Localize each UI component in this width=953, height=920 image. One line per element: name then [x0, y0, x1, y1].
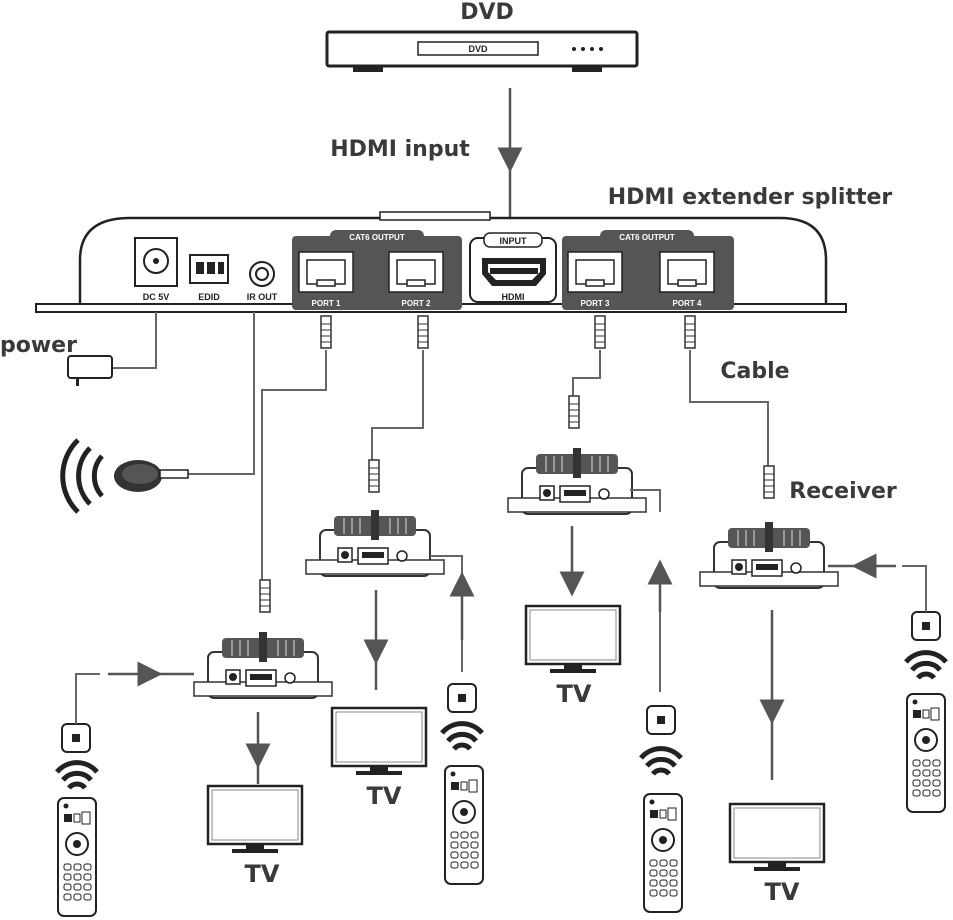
receiver-2-ir-cable [430, 555, 463, 576]
cat6-output-right-label: CAT6 OUTPUT [619, 233, 675, 242]
hdmi-label: HDMI [502, 292, 525, 302]
hdmi-input-label: HDMI input [330, 137, 470, 162]
receiver-1-ir-cable [75, 673, 100, 690]
receiver-1 [193, 631, 333, 699]
port-4-label: PORT 4 [673, 299, 702, 308]
remote-1 [57, 797, 97, 917]
power-cable [112, 312, 157, 369]
cable-port-2 [371, 350, 424, 460]
cable-label: Cable [720, 359, 789, 384]
receiver-4-ir-cable [902, 565, 927, 590]
tv-1-label: TV [245, 860, 280, 888]
ir-emitter-waves [60, 438, 104, 514]
cable-port-1 [261, 350, 327, 580]
cable-port-3 [572, 350, 601, 396]
power-label: power [0, 333, 77, 358]
receiver-4 [699, 521, 839, 589]
tv-4-label: TV [765, 878, 800, 906]
remote-2 [444, 765, 484, 885]
port-2-label: PORT 2 [402, 299, 431, 308]
edid-label: EDID [198, 292, 220, 302]
tv-2-label: TV [367, 782, 402, 810]
power-adapter [67, 355, 113, 386]
tv-3-label: TV [557, 680, 592, 708]
input-label: INPUT [500, 236, 528, 246]
receiver-2 [305, 509, 445, 577]
port-3-label: PORT 3 [581, 299, 610, 308]
tv-4 [728, 802, 826, 873]
tv-1 [206, 784, 304, 855]
receiver-label: Receiver [789, 479, 897, 504]
dvd-label: DVD [460, 0, 514, 25]
dvd-player: DVD [325, 30, 639, 72]
ir-out-cable [186, 312, 255, 475]
extender-splitter-label: HDMI extender splitter [608, 185, 893, 210]
dc-label: DC 5V [143, 292, 170, 302]
receiver-3 [507, 447, 647, 515]
tv-3 [524, 604, 622, 675]
tv-2 [330, 706, 428, 777]
cat6-output-left-label: CAT6 OUTPUT [349, 233, 405, 242]
receiver-3-ir-cable [630, 489, 661, 512]
hdmi-extender-splitter: DC 5V EDID IR OUT CAT6 OUTPUT PORT 1 POR… [35, 211, 847, 313]
dvd-slot-label: DVD [468, 44, 488, 54]
cable-port-4 [689, 350, 769, 466]
ir-emitter [114, 460, 189, 492]
remote-4 [906, 693, 946, 813]
remote-3 [643, 793, 683, 913]
port-1-label: PORT 1 [312, 299, 341, 308]
ir-out-label: IR OUT [247, 292, 278, 302]
